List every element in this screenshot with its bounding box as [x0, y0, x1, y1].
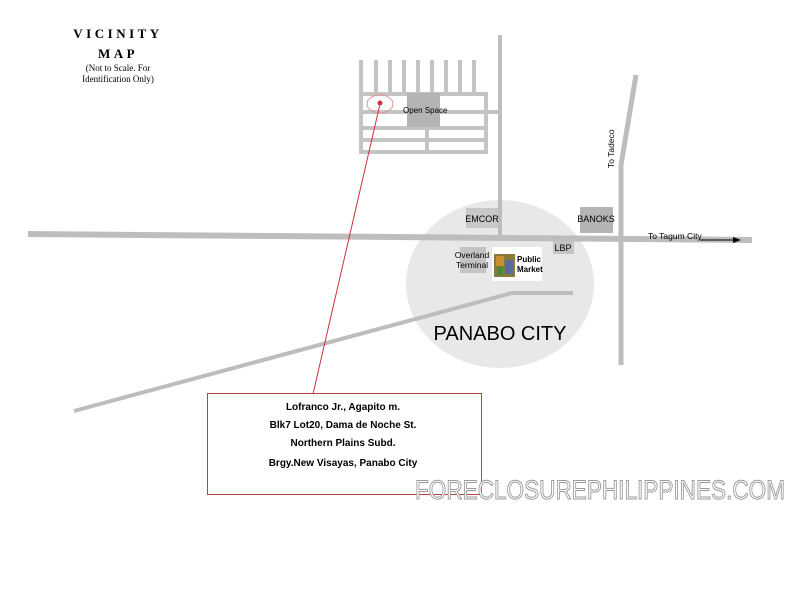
pointer-line: [312, 103, 381, 395]
emcor-block: [466, 208, 498, 228]
main-highway: [27, 231, 753, 243]
title-line-1: VICINITY: [73, 26, 162, 41]
overland-label-2: Terminal: [456, 260, 488, 270]
overland-label-1: Overland: [455, 250, 490, 260]
address-line-4: Brgy.New Visayas, Panabo City: [269, 458, 418, 469]
lbp-block: [553, 241, 574, 254]
address-box: [207, 393, 482, 495]
tadeco-road: [618, 74, 639, 365]
scale-note-1: (Not to Scale. For: [86, 63, 151, 73]
roads: [27, 35, 753, 413]
overland-block: [460, 247, 486, 273]
address-line-3: Northern Plains Subd.: [290, 438, 395, 449]
property-marker: [377, 100, 383, 106]
public-market-label-1: Public: [517, 255, 542, 264]
open-space-label: Open Space: [403, 106, 448, 115]
watermark: FORECLOSUREPHILIPPINES.COM: [415, 475, 785, 505]
lbp-label: LBP: [554, 243, 571, 253]
city-label: PANABO CITY: [434, 323, 567, 345]
public-market-icon: [494, 254, 515, 277]
to-tadeco-label: To Tadeco: [606, 129, 616, 168]
property-ring: [366, 94, 394, 114]
city-area: [406, 200, 594, 368]
emcor-label: EMCOR: [465, 214, 499, 224]
address-line-2: Blk7 Lot20, Dama de Noche St.: [270, 420, 417, 431]
scale-note-2: Identification Only): [82, 74, 154, 84]
public-market-label-2: Market: [517, 265, 543, 274]
diagonal-road: [73, 291, 573, 413]
banoks-block: [580, 207, 613, 233]
to-tagum-label: To Tagum City: [648, 231, 702, 241]
open-space-block: [407, 93, 440, 127]
address-line-1: Lofranco Jr., Agapito m.: [286, 402, 400, 413]
banoks-label: BANOKS: [577, 214, 615, 224]
arrow-icon: [700, 237, 741, 243]
title-line-2: MAP: [98, 46, 138, 61]
